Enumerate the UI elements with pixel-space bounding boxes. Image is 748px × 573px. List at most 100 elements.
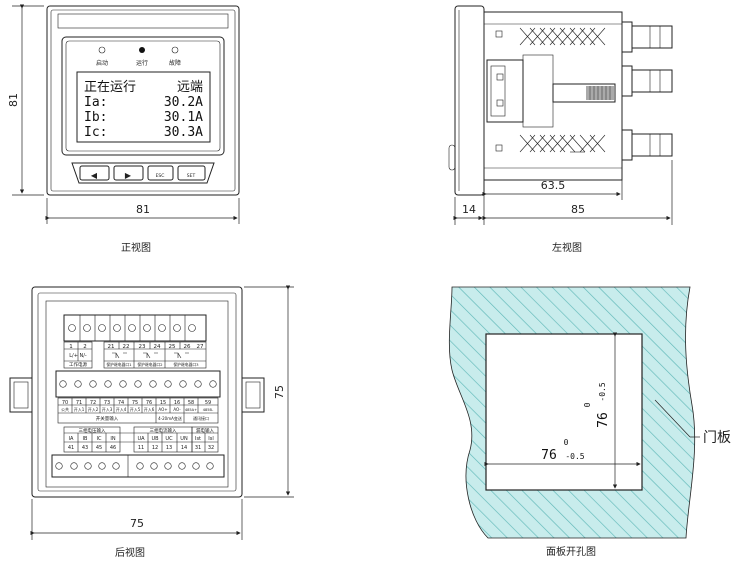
cutout-view: 76 0 -0.5 76 0 -0.5 门板 面板开孔图 bbox=[448, 286, 731, 558]
cutout-height-value: 76 bbox=[596, 412, 611, 428]
top-terminal-block bbox=[63, 314, 207, 342]
terminal-70-label: 70 bbox=[62, 400, 68, 406]
lcd-screen bbox=[76, 71, 211, 143]
terminal-2-label: 2 bbox=[83, 344, 87, 350]
terminal-76-label: 76 bbox=[146, 400, 152, 406]
key-set-label: SET bbox=[187, 173, 196, 179]
terminal-75-label: 75 bbox=[132, 400, 138, 406]
lcd-line-3-left: Ib: bbox=[84, 110, 107, 125]
channel-ua-label: UA bbox=[137, 436, 145, 442]
channel-ub-label: UB bbox=[151, 436, 159, 442]
terminal-15-label: 15 bbox=[160, 400, 166, 406]
key-switch-button[interactable] bbox=[113, 165, 144, 181]
terminal-31-label: 31 bbox=[195, 445, 201, 451]
lcd-line-1-left: 正在运行 bbox=[84, 80, 136, 95]
terminal-58-label: 58 bbox=[188, 400, 194, 406]
mid-label-di1: 开入1 bbox=[74, 407, 85, 412]
terminal-21-label: 21 bbox=[108, 344, 115, 350]
terminal-32-label: 32 bbox=[208, 445, 214, 451]
power-polarity-label: L/+ N/- bbox=[69, 353, 87, 359]
terminal-71-label: 71 bbox=[76, 400, 82, 406]
cutout-width-value: 76 bbox=[541, 448, 557, 463]
power-supply-label: 工作电源 bbox=[69, 361, 87, 368]
relay-3-label: 保护继电器口3 bbox=[173, 362, 199, 367]
current-input-group-label: 三相电流输入 bbox=[150, 427, 177, 434]
relay-2-label: 保护继电器口2 bbox=[137, 362, 163, 367]
terminal-59-label: 59 bbox=[205, 400, 211, 406]
front-height-dimension: 81 bbox=[7, 93, 20, 107]
middle-terminal-block bbox=[55, 370, 221, 398]
terminal-14-label: 14 bbox=[181, 445, 187, 451]
terminal-45-label: 45 bbox=[96, 445, 102, 451]
panel-label: 门板 bbox=[703, 430, 731, 446]
left-arrow-icon: ◀ bbox=[91, 171, 98, 180]
lcd-line-2-right: 30.2A bbox=[164, 95, 203, 110]
channel-ib-label: IB bbox=[83, 436, 88, 442]
terminal-13-label: 13 bbox=[166, 445, 172, 451]
mid-label-di4: 开入4 bbox=[116, 407, 127, 412]
key-esc-label: ESC bbox=[156, 173, 165, 179]
lcd-line-3-right: 30.1A bbox=[164, 110, 203, 125]
comm-group-label: 通讯接口 bbox=[193, 415, 209, 421]
channel-ist-label: Ist bbox=[195, 436, 201, 442]
cutout-width-tol-upper: 0 bbox=[564, 438, 569, 447]
channel-ic-label: IC bbox=[97, 436, 102, 442]
terminal-23-label: 23 bbox=[139, 344, 146, 350]
panel-cutout bbox=[485, 333, 643, 491]
leakage-input-group-label: 漏电输入 bbox=[196, 427, 214, 434]
mid-label-di3: 开入3 bbox=[102, 407, 113, 412]
panel-leader-line bbox=[654, 399, 691, 438]
terminal-46-label: 46 bbox=[110, 445, 116, 451]
relay-1-label: 保护继电器口1 bbox=[106, 362, 132, 367]
digital-input-group-label: 开关量输入 bbox=[96, 415, 119, 422]
lcd-line-1-right: 远端 bbox=[177, 80, 203, 95]
terminal-16-label: 16 bbox=[174, 400, 180, 406]
fault-led-label: 故障 bbox=[169, 59, 181, 67]
rear-view-caption: 后视图 bbox=[115, 546, 145, 559]
rear-connectors bbox=[621, 21, 673, 161]
channel-ia-label: IA bbox=[69, 436, 74, 442]
terminal-72-label: 72 bbox=[90, 400, 96, 406]
left-body-dimension: 63.5 bbox=[541, 179, 566, 192]
lcd-line-2-left: Ia: bbox=[84, 95, 107, 110]
key-set-button[interactable] bbox=[177, 165, 206, 181]
cutout-view-caption: 面板开孔图 bbox=[546, 545, 596, 558]
voltage-input-group-label: 三相电压输入 bbox=[79, 427, 106, 434]
terminal-43-label: 43 bbox=[82, 445, 88, 451]
cutout-height-tol-upper: 0 bbox=[583, 402, 592, 407]
start-led-label: 启动 bbox=[96, 59, 108, 67]
cutout-width-tol-lower: -0.5 bbox=[565, 452, 584, 461]
rear-height-dimension: 75 bbox=[273, 385, 286, 399]
front-width-dimension: 81 bbox=[136, 203, 150, 216]
lcd-line-4-right: 30.3A bbox=[164, 125, 203, 140]
mid-label-ao-plus: AO+ bbox=[158, 407, 167, 412]
mid-label-di5: 开入5 bbox=[130, 407, 141, 412]
mid-label-485b: 485B- bbox=[203, 408, 214, 412]
right-arrow-icon: ▶ bbox=[125, 171, 132, 180]
key-confirm-button[interactable] bbox=[79, 165, 110, 181]
left-view-caption: 左视图 bbox=[552, 241, 582, 254]
channel-uc-label: UC bbox=[165, 436, 173, 442]
mid-label-485a: 485A+ bbox=[185, 408, 197, 412]
front-view-caption: 正视图 bbox=[121, 241, 151, 254]
key-page-button[interactable] bbox=[147, 165, 174, 181]
channel-un-label: UN bbox=[180, 436, 188, 442]
terminal-24-label: 24 bbox=[154, 344, 161, 350]
analog-output-group-label: 4-20mA变送 bbox=[158, 415, 182, 421]
terminal-22-label: 22 bbox=[123, 344, 130, 350]
terminal-27-label: 27 bbox=[197, 344, 204, 350]
terminal-1-label: 1 bbox=[69, 344, 73, 350]
keypad: ◀ ▶ ESC SET bbox=[71, 162, 215, 184]
terminal-11-label: 11 bbox=[138, 445, 144, 451]
run-led-label: 运行 bbox=[136, 59, 148, 67]
rear-view: 1 2 21 22 23 24 25 26 27 L/+ N/- 工作电源 保护… bbox=[9, 285, 294, 559]
rear-width-dimension: 75 bbox=[130, 517, 144, 530]
terminal-74-label: 74 bbox=[118, 400, 124, 406]
terminal-25-label: 25 bbox=[169, 344, 176, 350]
left-front-dimension: 14 bbox=[462, 203, 476, 216]
left-view: 63.5 14 85 左视图 bbox=[448, 5, 673, 254]
mid-label-di2: 开入2 bbox=[88, 407, 99, 412]
mid-label-di6: 开入6 bbox=[144, 407, 155, 412]
terminal-41-label: 41 bbox=[68, 445, 74, 451]
